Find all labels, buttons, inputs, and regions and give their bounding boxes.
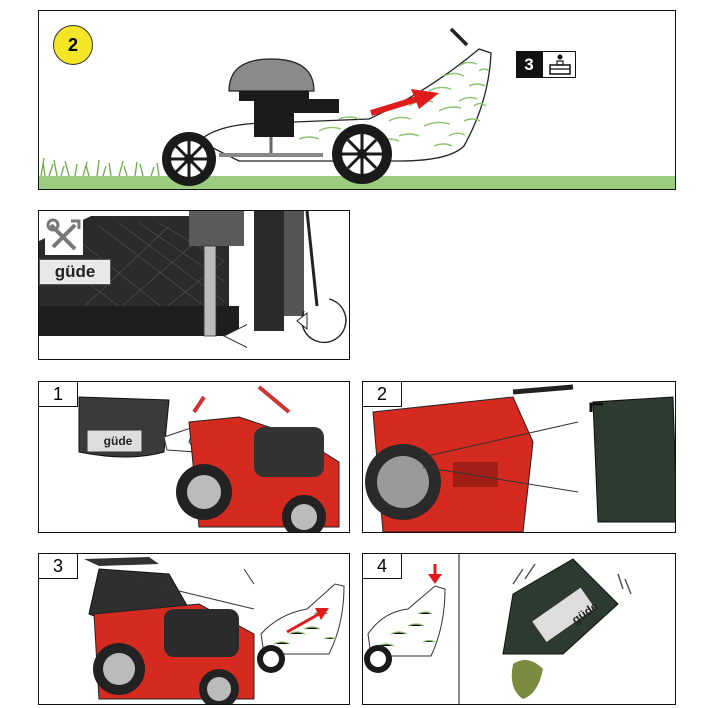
rear-wheel-icon [162, 132, 216, 186]
front-wheel-icon [332, 124, 392, 184]
step-number: 4 [363, 554, 402, 579]
brand-logo: güde [39, 259, 111, 285]
step-3-panel: 3 [38, 553, 350, 705]
toolbox-icon [542, 51, 576, 78]
wrench-icon [45, 217, 83, 255]
brand-logo: güde [103, 434, 133, 448]
step-2-panel: 2 [362, 381, 676, 533]
clippings [298, 61, 490, 147]
overview-panel: 2 3 [38, 10, 676, 190]
grass-tufts [40, 157, 160, 177]
step-number: 3 [39, 554, 78, 579]
bag-attachment-detail-panel: güde [38, 210, 350, 360]
step-1-panel: 1 güde [38, 381, 350, 533]
step-number: 1 [39, 382, 78, 407]
mower-cutaway-diagram [39, 27, 675, 189]
step-4-panel: 4 güde [362, 553, 676, 705]
reference-badge: 3 [516, 51, 542, 78]
step-number: 2 [363, 382, 402, 407]
step-badge: 2 [53, 25, 93, 65]
